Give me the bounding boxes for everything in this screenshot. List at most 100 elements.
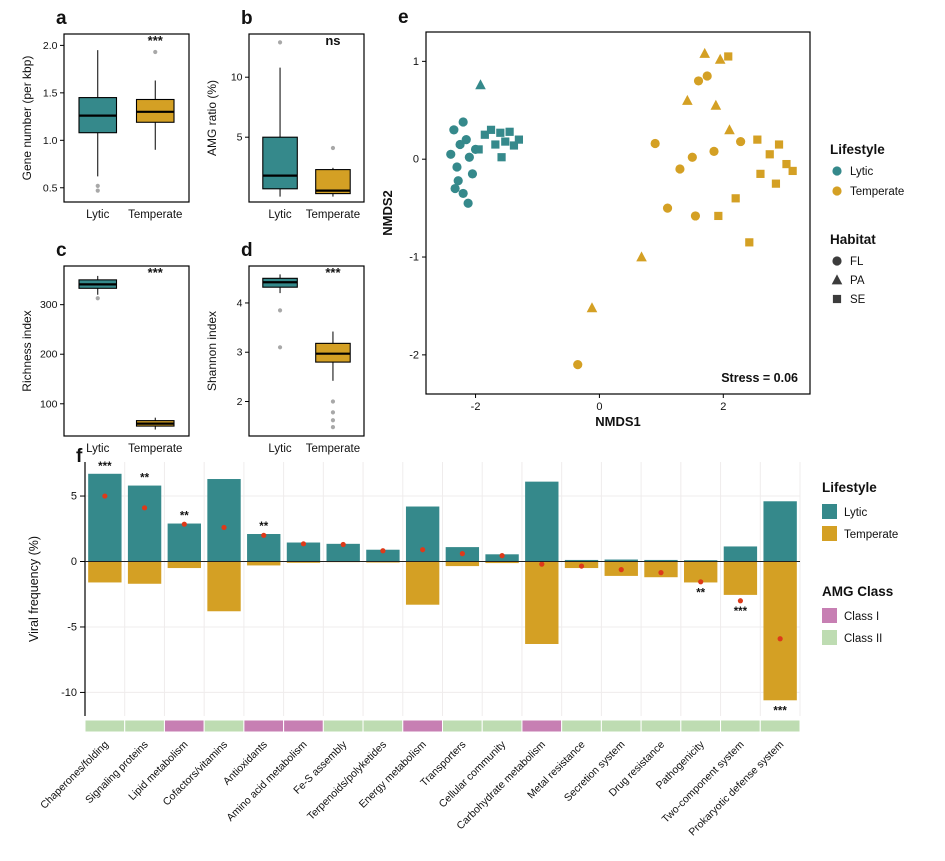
legend-amg-class-title: AMG Class <box>822 584 893 599</box>
legend-lifestyle-title: Lifestyle <box>822 480 877 495</box>
nmds-point-lytic-circle <box>450 183 460 194</box>
outlier-point <box>95 296 100 301</box>
legend-item-se: SE <box>850 294 866 306</box>
bar-lytic <box>167 523 201 562</box>
nmds-point-lytic-circle <box>463 198 473 208</box>
legend-item-lytic: Lytic <box>844 507 867 519</box>
nmds-point-temperate-square <box>771 179 781 188</box>
legend-swatch-class-i <box>822 608 837 623</box>
bar-lytic <box>723 546 758 562</box>
amg-class-strip-class2 <box>600 719 642 733</box>
y-tick-label: 1.0 <box>43 135 58 147</box>
mean-diff-dot <box>141 505 148 511</box>
outlier-point <box>330 410 336 415</box>
mean-diff-dot <box>777 636 783 642</box>
nmds-point-lytic-square <box>514 135 524 144</box>
nmds-point-lytic-square <box>496 128 505 137</box>
amg-class-strip-class2 <box>362 719 404 733</box>
x-tick-label: 0 <box>596 401 602 413</box>
mean-diff-dot <box>459 551 465 557</box>
y-tick-label: -10 <box>61 687 77 699</box>
bar-temperate <box>763 561 797 701</box>
mean-diff-dot <box>578 563 585 569</box>
legend-item-class-ii: Class II <box>844 633 882 645</box>
legend-swatch-temperate <box>832 186 842 196</box>
bar-lytic <box>644 559 678 562</box>
category-label: Cellular community <box>437 738 509 810</box>
bar-significance: ** <box>259 521 268 533</box>
bar-temperate <box>405 561 440 605</box>
mean-diff-dot <box>658 570 664 576</box>
outlier-point <box>95 183 100 188</box>
legend-swatch-temperate <box>822 526 837 541</box>
bar-lytic <box>564 559 599 562</box>
outlier-point <box>153 49 158 55</box>
nmds-point-temperate-square <box>765 150 774 159</box>
bar-lytic <box>763 501 797 562</box>
nmds-point-temperate-triangle <box>682 94 693 105</box>
panel-letter-d: d <box>241 240 253 261</box>
bar-significance: *** <box>773 705 787 717</box>
bar-lytic <box>525 481 559 562</box>
legend-swatch-lytic <box>832 166 842 176</box>
y-tick-label: 0.5 <box>43 182 58 194</box>
y-tick-label: 200 <box>40 349 58 361</box>
bar-temperate <box>525 561 559 644</box>
mean-diff-dot <box>221 524 227 531</box>
y-tick-label: -2 <box>409 349 419 361</box>
legend-item-temperate: Temperate <box>850 186 904 198</box>
outlier-point <box>330 145 336 151</box>
x-category-temperate: Temperate <box>128 443 182 455</box>
bar-lytic <box>207 479 241 562</box>
mean-diff-dot <box>618 567 624 573</box>
legend-swatch-pa <box>831 274 843 285</box>
bar-significance: *** <box>98 461 112 473</box>
bar-temperate <box>286 561 321 563</box>
y-axis-title: NMDS2 <box>380 190 395 236</box>
nmds-point-lytic-circle <box>467 169 478 179</box>
bar-lytic <box>684 560 718 562</box>
legend-item-class-i: Class I <box>844 611 879 623</box>
nmds-point-temperate-circle <box>736 136 746 147</box>
bar-temperate <box>366 561 400 563</box>
amg-class-strip-class2 <box>680 719 722 733</box>
bar-lytic <box>604 559 638 562</box>
bar-temperate <box>247 561 281 566</box>
y-axis-title: Richness index <box>20 310 34 391</box>
legend-habitat-title: Habitat <box>830 232 876 247</box>
nmds-point-temperate-triangle <box>586 302 598 313</box>
nmds-point-lytic-square <box>497 153 506 162</box>
significance-a: *** <box>148 33 164 48</box>
nmds-point-lytic-square <box>486 125 496 134</box>
mean-diff-dot <box>420 547 426 553</box>
y-tick-label: 3 <box>237 347 243 359</box>
nmds-point-temperate-triangle <box>714 53 726 64</box>
nmds-point-lytic-circle <box>458 188 468 199</box>
y-tick-label: 2 <box>237 396 243 408</box>
plot-frame <box>425 31 811 395</box>
outlier-point <box>330 418 336 423</box>
nmds-point-lytic-square <box>480 130 489 139</box>
bar-lytic <box>286 542 321 562</box>
nmds-point-temperate-circle <box>687 152 697 162</box>
amg-class-strip-class2 <box>720 719 761 733</box>
y-axis-title: Gene number (per kbp) <box>20 56 34 181</box>
nmds-point-temperate-circle <box>650 138 660 149</box>
nmds-point-temperate-square <box>788 166 797 176</box>
legend-lifestyle-title: Lifestyle <box>830 142 885 157</box>
panel-letter-f: f <box>76 446 83 467</box>
plot-frame <box>63 265 190 437</box>
amg-class-strip-class2 <box>640 719 682 733</box>
legend-item-pa: PA <box>850 275 865 287</box>
nmds-point-temperate-circle <box>662 203 673 213</box>
nmds-point-temperate-square <box>731 194 740 203</box>
y-tick-label: 0 <box>413 154 419 166</box>
mean-diff-dot <box>698 579 704 585</box>
panel-letter-a: a <box>56 8 67 29</box>
legend-item-lytic: Lytic <box>850 166 873 178</box>
x-category-lytic: Lytic <box>268 209 291 221</box>
y-axis-title: AMG ratio (%) <box>205 80 219 156</box>
x-category-lytic: Lytic <box>268 443 291 455</box>
